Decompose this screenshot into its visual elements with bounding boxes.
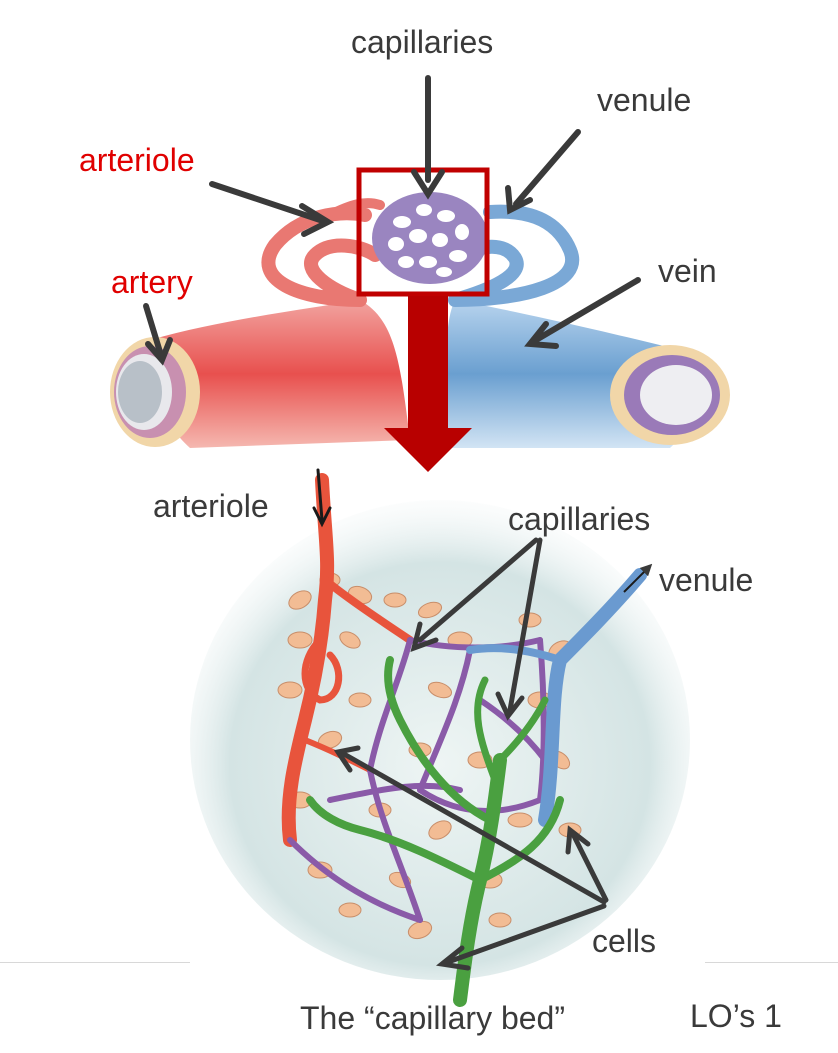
artery-pointer	[143, 303, 163, 355]
capillary-bed-illustration	[190, 473, 690, 1007]
vein-cross-section	[610, 345, 730, 445]
top-pointer-arrows	[143, 75, 641, 366]
label-cells: cells	[592, 923, 657, 959]
divider-right	[705, 962, 838, 963]
capillary-highlight-box	[356, 167, 490, 297]
label-arteriole-bottom: arteriole	[153, 488, 269, 524]
arteriole-pointer	[209, 181, 323, 223]
arteriole-branches	[281, 473, 414, 847]
label-capillaries-top: capillaries	[351, 24, 494, 60]
label-capillaries-bottom: capillaries	[508, 501, 651, 537]
top-vessel-illustration	[110, 167, 730, 472]
divider-left	[0, 962, 190, 963]
venule-branches	[466, 568, 647, 827]
caption: The “capillary bed”	[300, 1000, 565, 1036]
cells-pointer-middle	[341, 751, 607, 905]
capillaries-pointer-left	[417, 537, 539, 643]
label-artery: artery	[111, 264, 193, 300]
capillaries-pointer-right	[507, 537, 543, 713]
label-venule-bottom: venule	[659, 562, 754, 598]
bottom-pointer-arrows	[312, 468, 609, 971]
cells-pointer-upper	[571, 833, 609, 903]
capillary-network	[372, 192, 488, 284]
label-arteriole-top: arteriole	[79, 142, 195, 178]
lymphatic-branches	[306, 656, 564, 1007]
slide-tag: LO’s 1	[690, 998, 782, 1034]
label-vein: vein	[658, 253, 717, 289]
arteriole-inflow-arrow	[316, 468, 324, 522]
vein-pointer	[533, 277, 641, 343]
cells-pointer-lower	[445, 903, 607, 965]
venule-pointer	[513, 129, 581, 207]
label-venule-top: venule	[597, 82, 692, 118]
artery-vessel	[150, 300, 410, 448]
artery-cross-section	[110, 337, 200, 447]
zoom-arrow	[384, 296, 472, 472]
